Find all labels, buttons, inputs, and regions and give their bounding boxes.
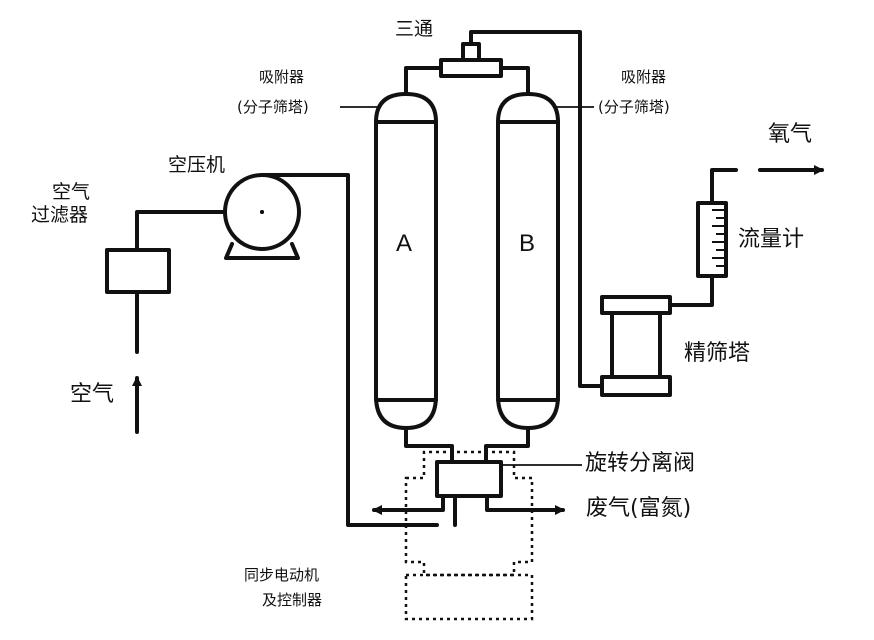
tower-a-to-valve-pipe bbox=[404, 426, 454, 464]
tower-b-to-valve-pipe bbox=[484, 426, 530, 464]
motor-controller-box bbox=[404, 573, 534, 621]
fine-sieve-tower-label: 精筛塔 bbox=[684, 341, 751, 366]
fine-sieve-tower-top-cap bbox=[600, 295, 672, 315]
tee-junction bbox=[439, 58, 503, 78]
tower-a bbox=[374, 92, 438, 430]
tee-to-fine-sieve-pipe bbox=[469, 30, 604, 388]
tower-b bbox=[496, 92, 560, 430]
air-filter-label: 空气 bbox=[52, 181, 91, 203]
exhaust-right-pipe bbox=[485, 494, 532, 512]
tower-a-label: A bbox=[396, 230, 413, 257]
tower-b-label: B bbox=[519, 230, 536, 257]
air-filter-sublabel: 过滤器 bbox=[31, 204, 89, 226]
valve-drive-enclosure bbox=[404, 450, 534, 577]
adsorber-left-label: 吸附器 bbox=[259, 68, 305, 86]
compressor-outlet-pipe bbox=[260, 173, 439, 527]
flowmeter-to-oxygen-pipe bbox=[710, 168, 738, 205]
oxygen-label: 氧气 bbox=[768, 122, 813, 147]
flowmeter-scale bbox=[712, 209, 724, 267]
compressor-label: 空压机 bbox=[168, 154, 226, 176]
waste-gas-label: 废气(富氮) bbox=[586, 496, 692, 521]
rotary-valve-label: 旋转分离阀 bbox=[585, 451, 696, 476]
fine-sieve-to-flowmeter-pipe bbox=[668, 274, 714, 307]
compressor-base bbox=[224, 242, 300, 260]
tee-to-tower-a-pipe bbox=[404, 66, 443, 96]
filter-to-compressor-pipe bbox=[135, 210, 264, 252]
tee-label: 三通 bbox=[395, 18, 434, 40]
flowmeter-label: 流量计 bbox=[738, 227, 805, 252]
adsorber-right-label: 吸附器 bbox=[621, 68, 667, 86]
adsorber-left-sublabel: (分子筛塔) bbox=[237, 98, 309, 116]
fine-sieve-tower-bottom-cap bbox=[600, 375, 672, 397]
adsorber-right-sublabel: (分子筛塔) bbox=[598, 98, 670, 116]
fine-sieve-tower-body bbox=[610, 311, 662, 379]
tee-stem bbox=[461, 42, 481, 62]
air-filter-box bbox=[105, 248, 171, 294]
motor-controller-sublabel: 及控制器 bbox=[262, 591, 323, 609]
rotary-separation-valve bbox=[435, 460, 503, 498]
motor-controller-label: 同步电动机 bbox=[244, 566, 320, 584]
tee-to-tower-b-pipe bbox=[499, 66, 530, 96]
air-inlet-label: 空气 bbox=[70, 382, 115, 407]
exhaust-left-pipe bbox=[398, 494, 445, 512]
